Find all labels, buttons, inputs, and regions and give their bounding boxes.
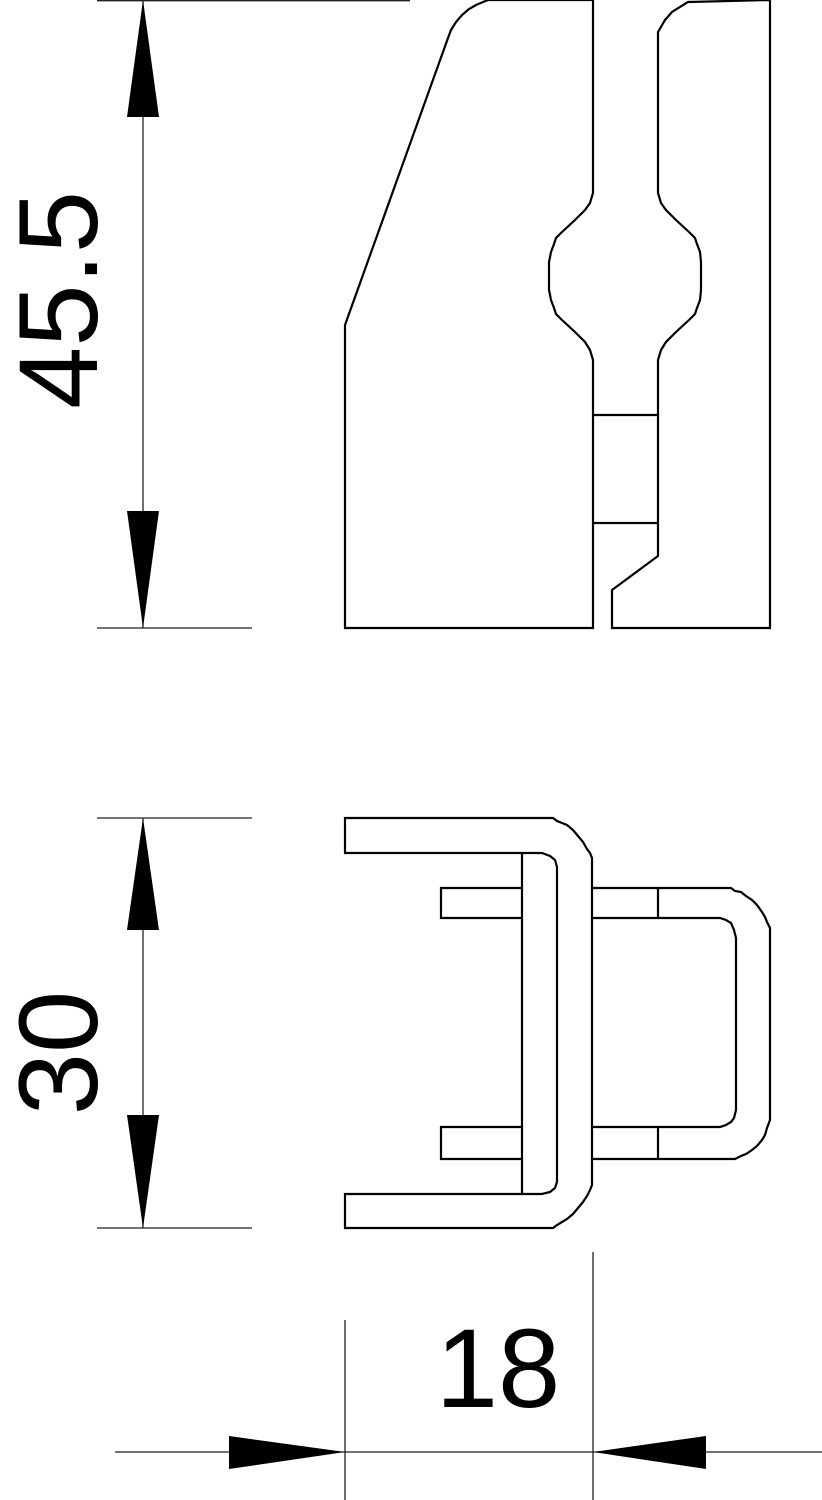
right-jaw-outline xyxy=(610,0,772,630)
dimension-label-30: 30 xyxy=(0,991,121,1116)
arrow-down-icon xyxy=(127,1115,159,1228)
side-view xyxy=(343,0,772,630)
right-bracket-outline xyxy=(592,886,772,1161)
top-view xyxy=(343,816,772,1230)
dimension-label-18: 18 xyxy=(436,1306,561,1431)
right-bracket-inner xyxy=(592,916,738,1129)
arrow-up-icon xyxy=(127,0,159,117)
arrow-right-icon xyxy=(229,1436,345,1469)
dimension-height-side: 45.5 xyxy=(0,0,410,629)
dimension-width: 18 xyxy=(115,1252,822,1500)
arrow-down-icon xyxy=(127,511,159,628)
dimension-height-top: 30 xyxy=(0,817,252,1229)
outer-bracket-outline xyxy=(343,816,594,1230)
upper-tab xyxy=(439,886,522,920)
lower-tab xyxy=(439,1125,522,1161)
arrow-left-icon xyxy=(593,1436,706,1469)
left-jaw-outline xyxy=(343,0,595,630)
arrow-up-icon xyxy=(127,818,159,930)
dimension-label-45-5: 45.5 xyxy=(0,191,121,409)
